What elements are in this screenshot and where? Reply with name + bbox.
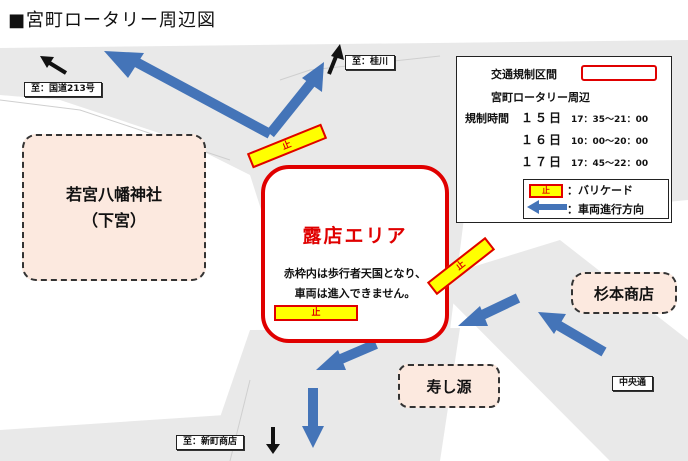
legend-time-15: 17：35〜21：00 (571, 115, 649, 125)
vehicle-direction-arrow (316, 339, 378, 370)
legend-direction-text: ：車両進行方向 (567, 203, 644, 216)
sign-kokudo: 至：国道213号 (24, 82, 102, 97)
vehicle-direction-arrow (458, 293, 521, 326)
legend-barricade-swatch: 止 (529, 184, 563, 198)
arrow-to-katsuragawa (327, 44, 344, 75)
shop-sushigen: 寿し源 (398, 364, 500, 408)
sign-chuodori: 中央通 (612, 376, 654, 391)
legend-day-15: １５日 (521, 111, 564, 125)
legend-regulated-label: 交通規制区間 (491, 68, 557, 81)
arrow-to-kokudo (40, 56, 68, 75)
legend-time-label: 規制時間 (465, 112, 509, 125)
sign-shinmachi: 至：新町商店 (176, 435, 245, 450)
barricade-south: 止 (274, 305, 358, 321)
legend-box: 交通規制区間 宮町ロータリー周辺 規制時間 １５日 17：35〜21：00 １６… (456, 56, 672, 223)
legend-day-16: １６日 (521, 133, 564, 147)
shop-sushigen-label: 寿し源 (426, 377, 472, 396)
legend-time-16: 10：00〜20：00 (571, 137, 649, 147)
legend-barricade-text: ：バリケード (567, 184, 633, 197)
road-edge (279, 55, 441, 81)
legend-time-17: 17：45〜22：00 (571, 159, 649, 169)
legend-arrow-swatch (527, 200, 567, 214)
shrine-name: 若宮八幡神社 (65, 184, 162, 204)
vehicle-direction-arrow (302, 388, 324, 448)
vehicle-direction-arrow (538, 312, 607, 357)
legend-area: 宮町ロータリー周辺 (491, 91, 590, 104)
vehicle-direction-arrow (266, 62, 324, 138)
map-title: ■宮町ロータリー周辺図 (8, 10, 217, 31)
event-area-note-1: 赤枠内は歩行者天国となり、 (283, 267, 427, 280)
road-bottom-left (0, 410, 300, 461)
legend-day-17: １７日 (521, 155, 564, 169)
shrine-wakamiya-hachiman: 若宮八幡神社 （下宮） (22, 134, 206, 281)
legend-symbol-box (523, 179, 669, 219)
event-area-title: 露店エリア (302, 225, 408, 247)
legend-red-swatch (581, 65, 657, 81)
sign-katsuragawa: 至：桂川 (345, 55, 396, 70)
vehicle-direction-arrow (104, 51, 276, 139)
shop-sugimoto: 杉本商店 (571, 272, 677, 314)
shop-sugimoto-label: 杉本商店 (593, 284, 654, 303)
shrine-sub: （下宮） (81, 210, 146, 230)
event-area-note-2: 車両は進入できません。 (294, 287, 416, 300)
arrow-to-shinmachi (266, 427, 280, 454)
